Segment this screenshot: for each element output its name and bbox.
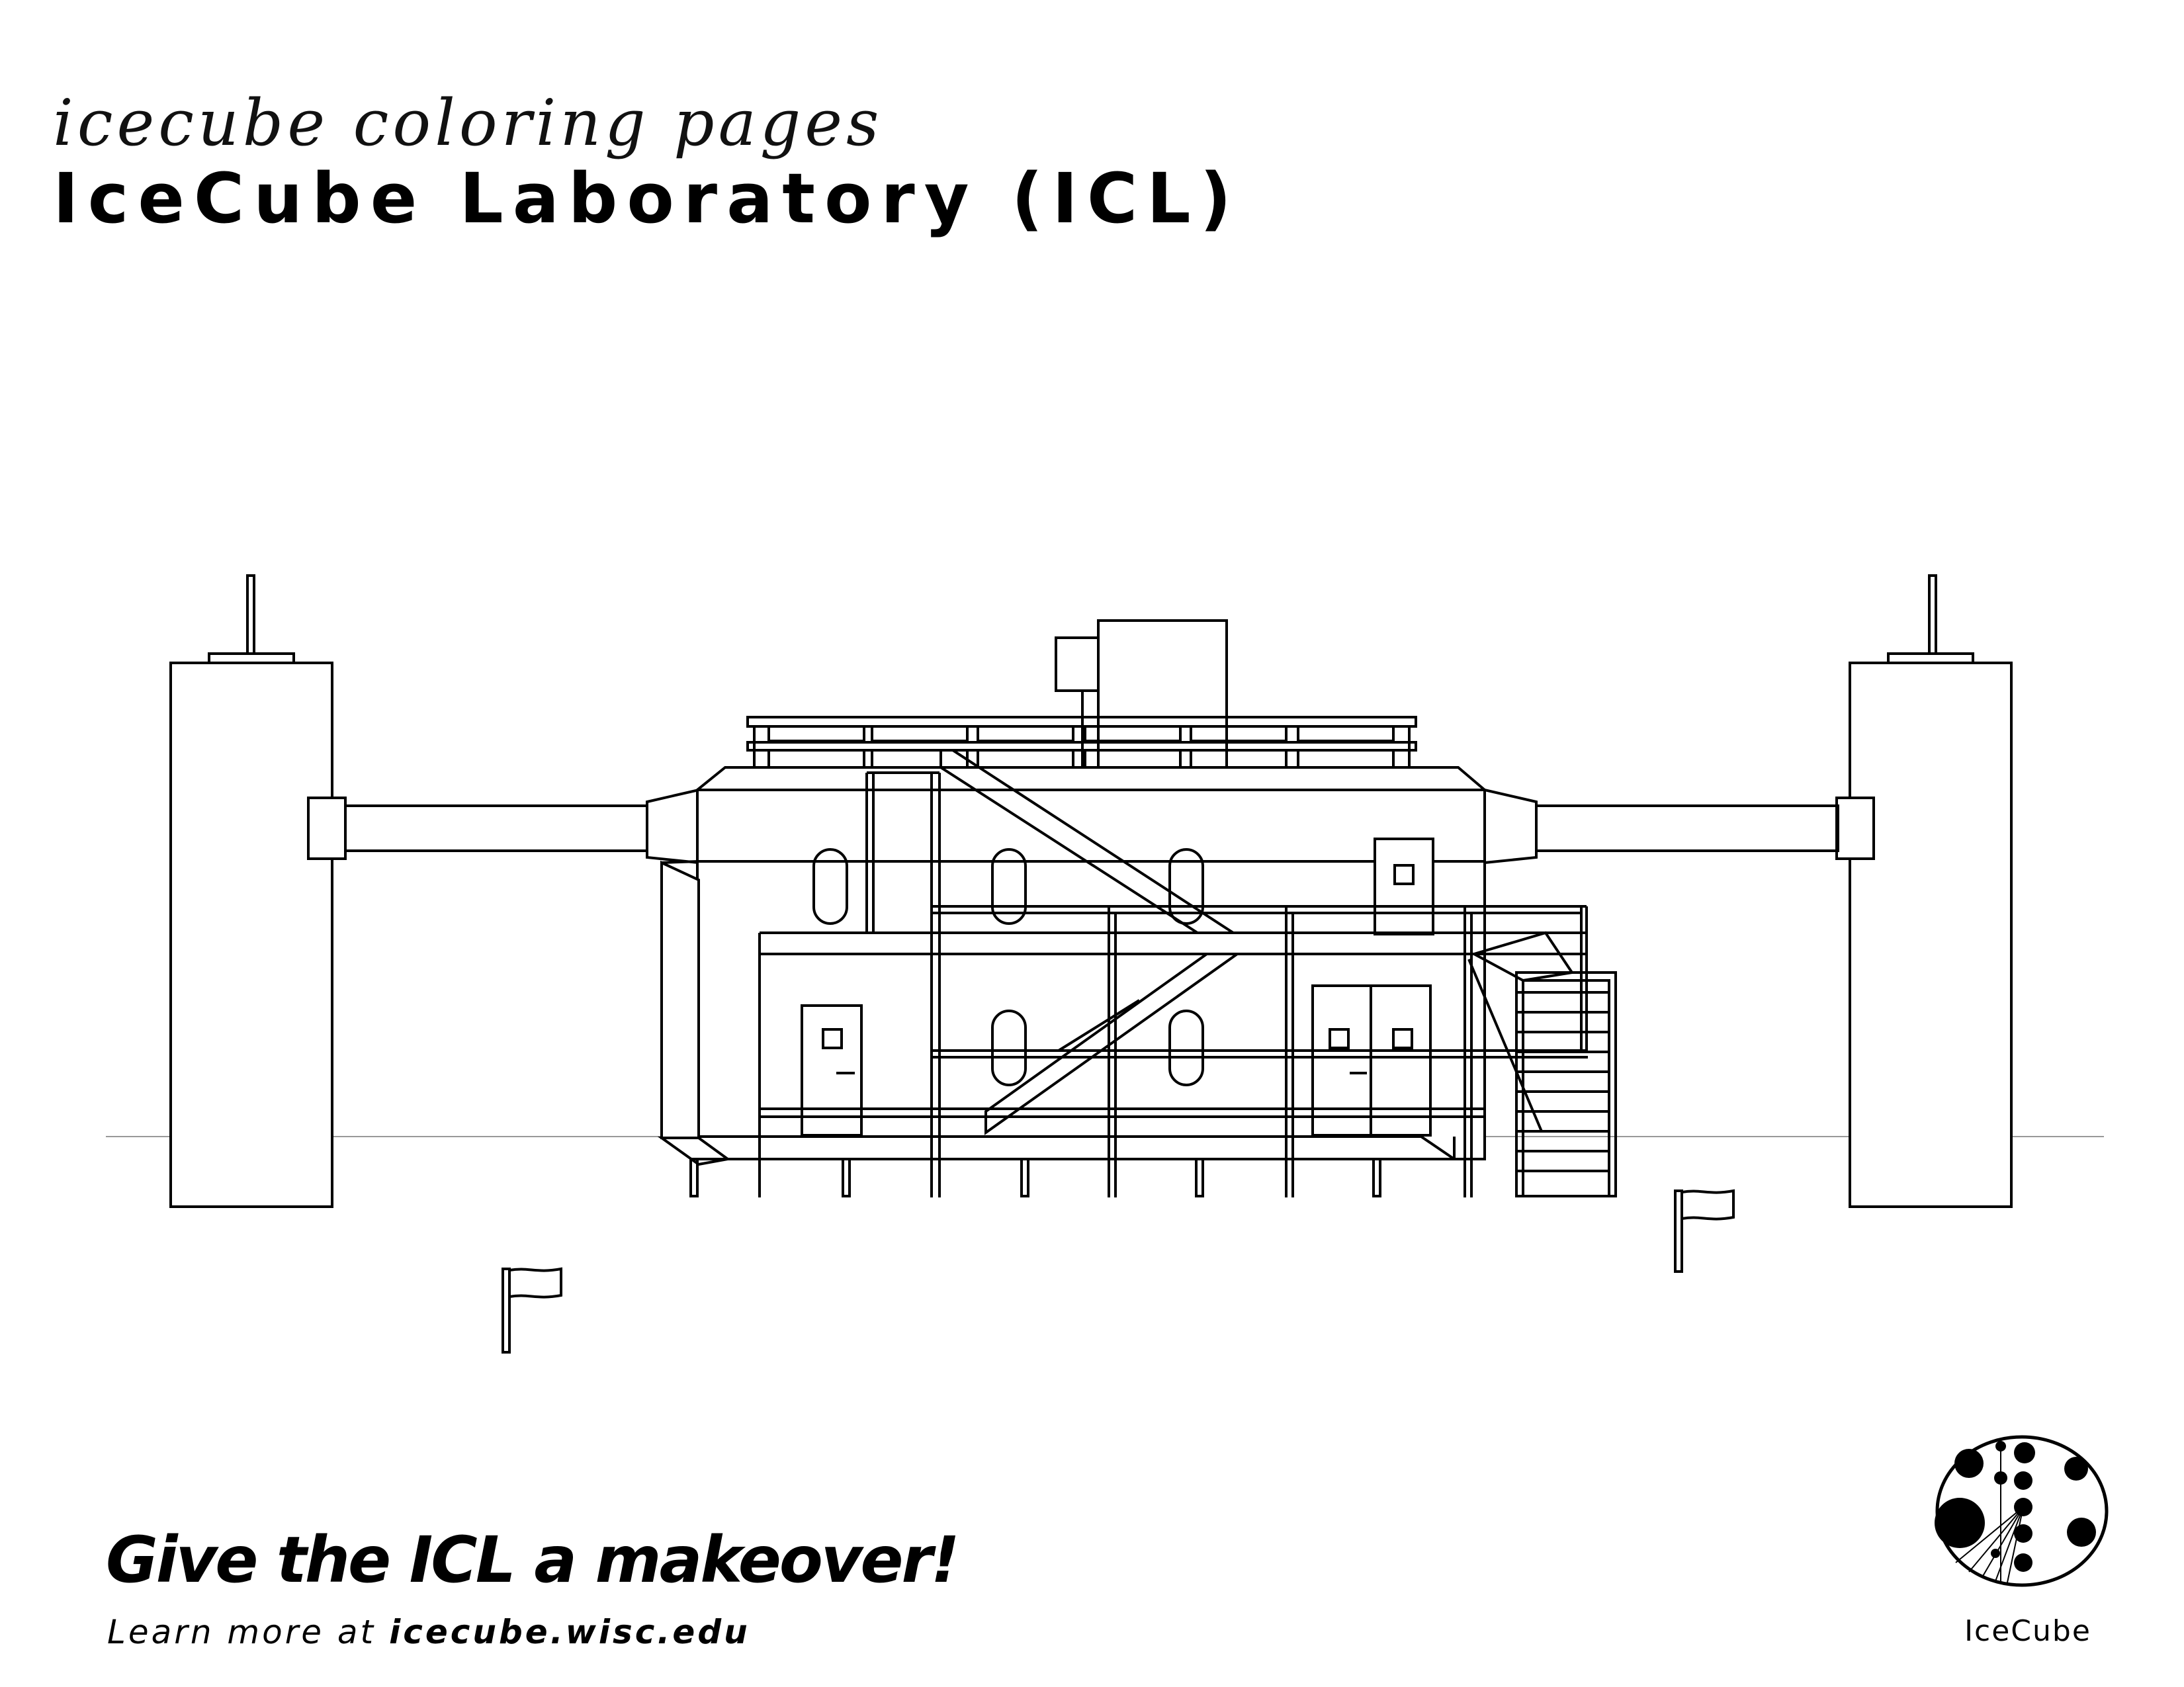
portholes [812,848,1204,1086]
walkway-frame [758,771,1588,1197]
stairs [1467,931,1617,1197]
upper-door [1374,838,1434,935]
page-title: IceCube Laboratory (ICL) [53,158,1241,239]
series-subtitle: icecube coloring pages [53,86,883,160]
learn-more-line: Learn more at icecube.wisc.edu [107,1616,750,1649]
website-link[interactable]: icecube.wisc.edu [389,1613,750,1651]
icecube-logo-icon [1935,1435,2109,1587]
lower-left-door [801,1004,863,1137]
right-bridge [1535,804,1839,852]
flag-left [502,1267,562,1354]
right-tower [1835,574,2013,1208]
left-bridge-flange [646,788,700,865]
logo-wordmark: IceCube [1964,1614,2091,1648]
lower-double-door [1311,984,1432,1137]
left-bridge [344,804,648,852]
main-building [657,766,1486,1166]
rooftop-unit [1055,619,1228,773]
diagonal-braces [939,749,1242,1135]
makeover-tagline: Give the ICL a makeover! [106,1523,960,1597]
learn-more-prefix: Learn more at [107,1613,376,1651]
right-bridge-flange [1483,788,1538,865]
building-legs [689,1158,1381,1197]
flag-right [1674,1189,1735,1273]
left-tower [169,574,347,1208]
